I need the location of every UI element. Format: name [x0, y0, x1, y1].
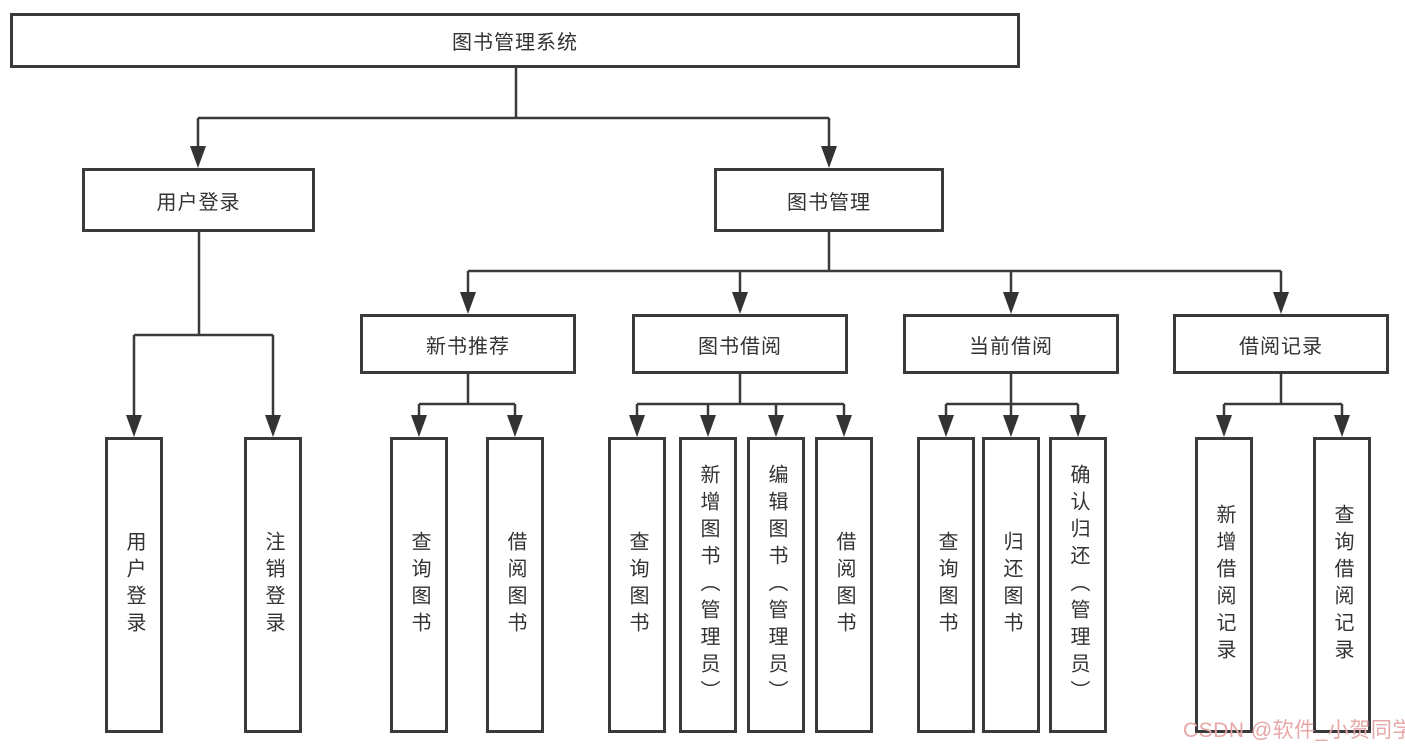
leaf-user-login: 用户登录	[105, 437, 163, 733]
leaf-logout: 注销登录	[244, 437, 302, 733]
connector-lines	[132, 68, 1344, 415]
node-borrow-records: 借阅记录	[1173, 314, 1389, 374]
leaf-query-books-recommend: 查询图书	[390, 437, 448, 733]
leaf-query-books-borrow: 查询图书	[608, 437, 666, 733]
leaf-add-book-admin: 新增图书（管理员）	[679, 437, 737, 733]
node-book-management: 图书管理	[714, 168, 944, 232]
leaf-borrow-books-recommend: 借阅图书	[486, 437, 544, 733]
leaf-return-book: 归还图书	[982, 437, 1040, 733]
node-current-borrow: 当前借阅	[903, 314, 1119, 374]
node-user-login: 用户登录	[82, 168, 315, 232]
node-book-borrow: 图书借阅	[632, 314, 848, 374]
leaf-borrow-book: 借阅图书	[815, 437, 873, 733]
node-root-system: 图书管理系统	[10, 13, 1020, 68]
csdn-watermark: CSDN @软件_小贺同学	[1183, 719, 1405, 742]
leaf-confirm-return-admin: 确认归还（管理员）	[1049, 437, 1107, 733]
leaf-query-borrow-record: 查询借阅记录	[1313, 437, 1371, 733]
leaf-query-books-current: 查询图书	[917, 437, 975, 733]
arrowheads	[126, 146, 1350, 437]
leaf-edit-book-admin: 编辑图书（管理员）	[747, 437, 805, 733]
node-new-book-recommend: 新书推荐	[360, 314, 576, 374]
leaf-add-borrow-record: 新增借阅记录	[1195, 437, 1253, 733]
